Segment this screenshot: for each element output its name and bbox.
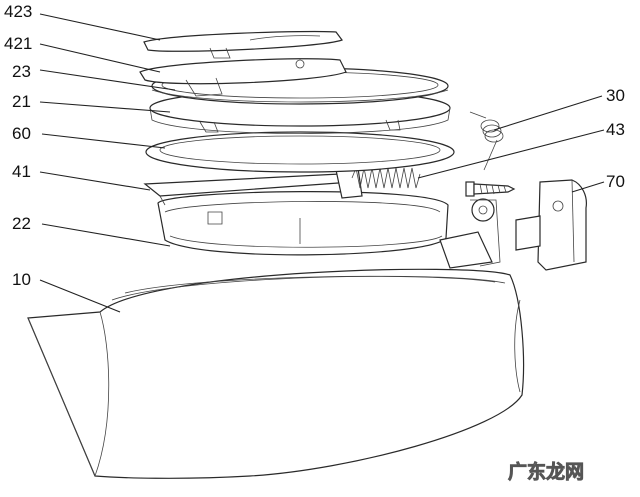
leader-22 xyxy=(41,223,171,247)
label-30: 30 xyxy=(606,86,625,105)
leader-60 xyxy=(41,133,166,149)
leader-lines xyxy=(39,13,605,313)
leader-43 xyxy=(417,129,605,179)
label-423: 423 xyxy=(4,2,32,21)
label-43: 43 xyxy=(606,120,625,139)
leader-30 xyxy=(493,95,603,131)
part-70-button xyxy=(515,179,587,271)
label-23: 23 xyxy=(12,62,31,81)
part-41-slider-plate xyxy=(143,167,363,206)
leader-41 xyxy=(39,171,151,191)
screw xyxy=(465,181,516,197)
leader-423 xyxy=(39,13,161,41)
label-22: 22 xyxy=(12,214,31,233)
label-41: 41 xyxy=(12,162,31,181)
part-30-torsion-spring xyxy=(469,111,504,171)
part-60-gasket-ring xyxy=(145,131,455,173)
label-60: 60 xyxy=(12,124,31,143)
part-22-lower-housing xyxy=(157,191,501,269)
part-10-base-body xyxy=(27,268,525,479)
label-10: 10 xyxy=(12,270,31,289)
leader-23 xyxy=(39,69,176,91)
leader-70 xyxy=(571,181,605,193)
part-421-lock-plate xyxy=(139,58,347,97)
label-70: 70 xyxy=(606,172,625,191)
part-423-knob-cap xyxy=(143,30,343,59)
watermark: 广东龙网 xyxy=(508,460,584,483)
leader-21 xyxy=(39,101,171,113)
part-labels: 423 421 23 21 60 41 22 10 30 43 70 xyxy=(4,2,625,289)
leader-10 xyxy=(39,279,121,313)
leader-421 xyxy=(39,43,161,73)
part-43-spring xyxy=(351,166,421,189)
label-421: 421 xyxy=(4,34,32,53)
label-21: 21 xyxy=(12,92,31,111)
